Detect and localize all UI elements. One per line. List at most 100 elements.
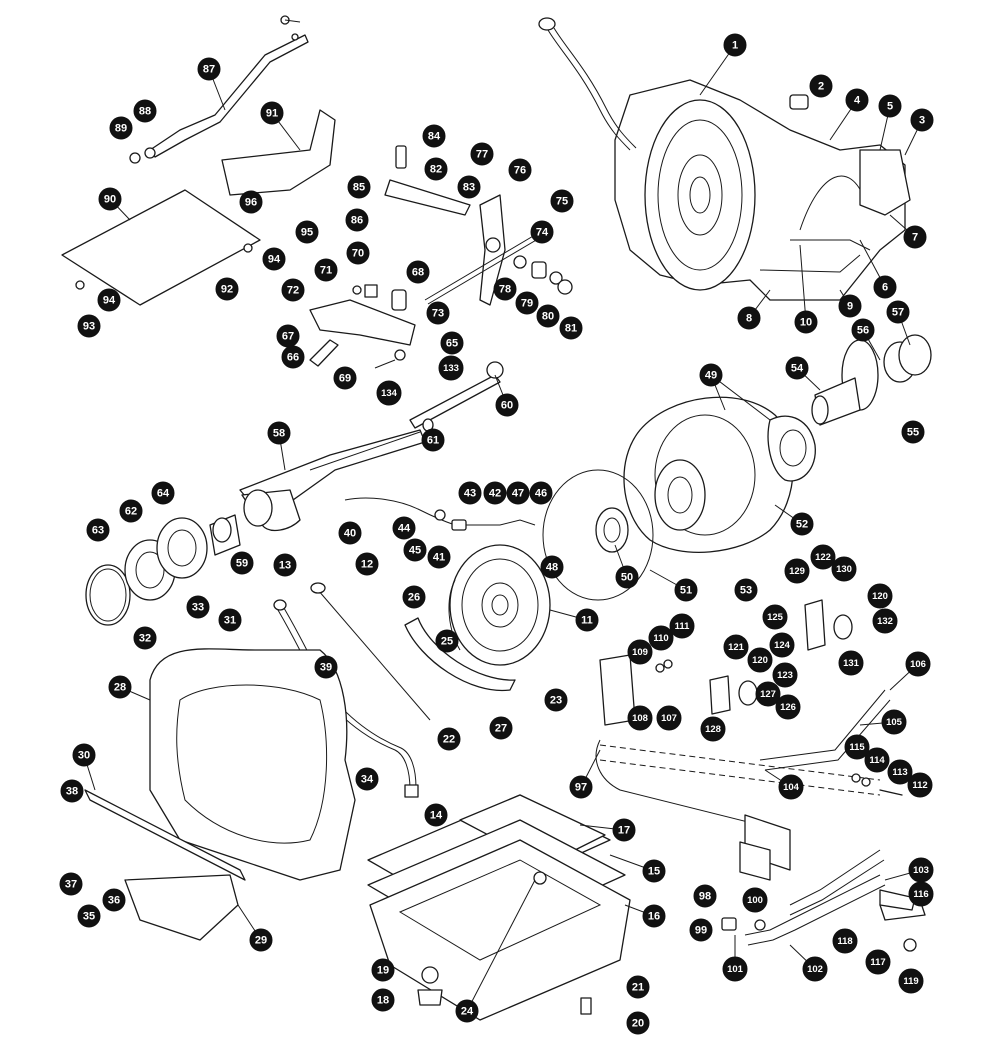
callout-number: 29 [255, 935, 267, 947]
callout-number: 85 [353, 182, 365, 194]
callout-number: 104 [783, 782, 800, 793]
callout-number: 1 [732, 40, 738, 52]
callout-badge [470, 142, 494, 166]
callout-badge [276, 324, 300, 348]
callout-badge [508, 158, 532, 182]
callout-badge [845, 88, 869, 112]
callout-number: 57 [892, 307, 904, 319]
callout-number: 121 [728, 642, 745, 653]
callout-86: 86 [345, 208, 369, 232]
callout-81: 81 [559, 316, 583, 340]
callout-number: 131 [843, 658, 860, 669]
callout-badge [878, 94, 902, 118]
callout-badge [642, 859, 666, 883]
callout-130: 130 [831, 556, 857, 582]
callout-38: 38 [60, 779, 84, 803]
callout-102: 102 [802, 956, 828, 982]
callout-badge [215, 277, 239, 301]
callout-number: 52 [796, 519, 808, 531]
callout-number: 38 [66, 786, 78, 798]
callout-badge [295, 220, 319, 244]
callout-number: 98 [699, 891, 711, 903]
callout-number: 3 [919, 115, 925, 127]
callout-12: 12 [355, 552, 379, 576]
callout-67: 67 [276, 324, 300, 348]
callout-badge [239, 190, 263, 214]
callout-number: 99 [695, 925, 707, 937]
callout-badge [345, 208, 369, 232]
callout-number: 23 [550, 695, 562, 707]
callout-badge [873, 275, 897, 299]
callout-5: 5 [878, 94, 902, 118]
callout-25: 25 [435, 629, 459, 653]
callout-badge [723, 634, 749, 660]
callout-116: 116 [908, 881, 934, 907]
callout-number: 132 [877, 616, 893, 627]
callout-badge [515, 291, 539, 315]
callout-badge [109, 116, 133, 140]
callout-number: 110 [653, 633, 668, 644]
callout-badge [755, 681, 781, 707]
callout-number: 71 [320, 265, 332, 277]
callout-15: 15 [642, 859, 666, 883]
callout-100: 100 [742, 887, 768, 913]
callout-badge [907, 772, 933, 798]
callout-number: 73 [432, 308, 444, 320]
callout-14: 14 [424, 803, 448, 827]
callout-number: 43 [464, 488, 476, 500]
callout-number: 64 [157, 488, 170, 500]
callout-124: 124 [769, 632, 795, 658]
callout-number: 42 [489, 488, 501, 500]
callout-65: 65 [440, 331, 464, 355]
callout-36: 36 [102, 888, 126, 912]
callout-121: 121 [723, 634, 749, 660]
callout-badge [626, 1011, 650, 1035]
callout-badge [77, 314, 101, 338]
callout-number: 106 [910, 659, 926, 670]
callout-44: 44 [392, 516, 416, 540]
callout-72: 72 [281, 278, 305, 302]
callout-50: 50 [615, 565, 639, 589]
callout-number: 111 [675, 621, 691, 632]
callout-76: 76 [508, 158, 532, 182]
callout-128: 128 [700, 716, 726, 742]
callout-19: 19 [371, 958, 395, 982]
callout-badge [458, 481, 482, 505]
callout-95: 95 [295, 220, 319, 244]
callout-number: 53 [740, 585, 752, 597]
callout-9: 9 [838, 294, 862, 318]
callout-64: 64 [151, 481, 175, 505]
callout-68: 68 [406, 260, 430, 284]
callout-badge [355, 767, 379, 791]
callout-number: 82 [430, 164, 442, 176]
callout-badge [838, 294, 862, 318]
callout-number: 114 [869, 755, 885, 766]
callout-badge [838, 650, 864, 676]
callout-109: 109 [627, 639, 653, 665]
callout-131: 131 [838, 650, 864, 676]
callout-117: 117 [865, 949, 891, 975]
callout-number: 87 [203, 64, 215, 76]
callout-badge [262, 247, 286, 271]
callout-108: 108 [627, 705, 653, 731]
callout-badge [809, 74, 833, 98]
callout-106: 106 [905, 651, 931, 677]
callout-31: 31 [218, 608, 242, 632]
callout-number: 122 [815, 552, 831, 563]
callout-94: 94 [97, 288, 121, 312]
callout-badge [612, 818, 636, 842]
callout-badge [831, 556, 857, 582]
callout-37: 37 [59, 872, 83, 896]
callout-badge [784, 558, 810, 584]
callout-badge [887, 759, 913, 785]
callout-badge [559, 316, 583, 340]
callout-77: 77 [470, 142, 494, 166]
callout-35: 35 [77, 904, 101, 928]
callout-badge [455, 999, 479, 1023]
callout-54: 54 [785, 356, 809, 380]
callout-91: 91 [260, 101, 284, 125]
callout-number: 61 [427, 435, 439, 447]
callout-number: 83 [463, 182, 475, 194]
callout-badge [60, 779, 84, 803]
callout-number: 69 [339, 373, 351, 385]
